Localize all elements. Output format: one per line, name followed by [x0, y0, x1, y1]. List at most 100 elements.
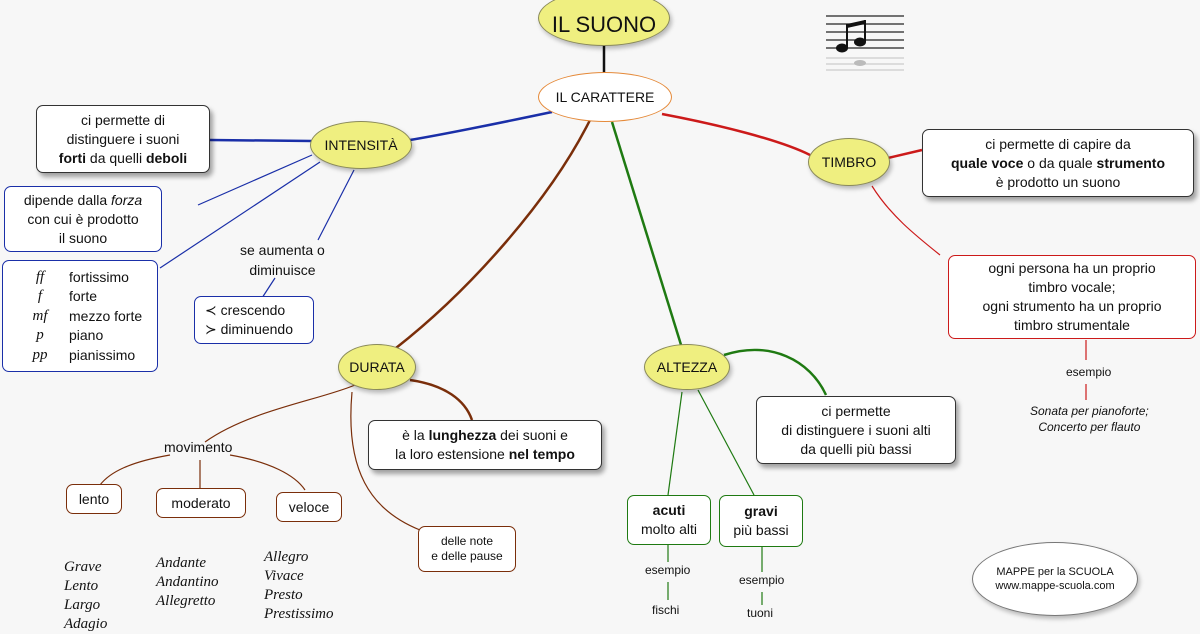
dynamic-symbol: f — [37, 288, 43, 304]
dynamics-row: ff fortissimo — [11, 267, 142, 287]
aumenta-text: se aumenta o diminuisce — [240, 240, 325, 280]
tempo-term: Andantino — [156, 574, 219, 590]
intensita-desc-box: ci permette di distinguere i suoni forti… — [36, 105, 210, 173]
durata-desc-lunghezza: lunghezza — [428, 427, 497, 443]
intensita-desc-forti: forti — [58, 149, 87, 166]
timbro-desc-voce: quale voce — [951, 154, 1024, 171]
intensita-dipende-box: dipende dalla forza con cui è prodotto i… — [4, 186, 162, 252]
timbro-desc-line1: ci permette di capire da — [985, 135, 1131, 152]
timbro-example-2: Concerto per flauto — [1038, 420, 1141, 434]
acuti-desc: molto alti — [640, 521, 698, 537]
veloce-box: veloce — [276, 492, 342, 522]
intensita-node: INTENSITÀ — [310, 121, 412, 169]
timbro-example-1: Sonata per pianoforte; — [1030, 404, 1149, 418]
timbro-desc-line3: è prodotto un suono — [995, 173, 1121, 190]
durata-label: DURATA — [349, 359, 405, 375]
intensita-desc-line2: distinguere i suoni — [66, 130, 180, 147]
dynamic-name: forte — [69, 288, 98, 304]
dynamic-name: mezzo forte — [69, 307, 143, 324]
note-line1: delle note — [440, 534, 494, 548]
diminuendo-text: ≻ diminuendo — [205, 321, 294, 337]
moderato-box: moderato — [156, 488, 246, 518]
lento-list: Grave Lento Largo Adagio — [64, 558, 107, 634]
gravi-label: gravi — [744, 503, 778, 519]
altezza-desc-line1: ci permette — [821, 402, 891, 419]
acuti-label: acuti — [652, 502, 686, 518]
dynamic-name: piano — [69, 327, 104, 343]
altezza-desc-line3: da quelli più bassi — [800, 440, 912, 457]
altezza-label: ALTEZZA — [656, 359, 718, 375]
center-text: IL CARATTERE — [555, 89, 655, 105]
gravi-esempio: esempio — [739, 573, 785, 587]
persona-line2: timbro vocale; — [1028, 279, 1116, 295]
intensita-label: INTENSITÀ — [324, 137, 398, 153]
persona-line1: ogni persona ha un proprio — [988, 260, 1156, 276]
gravi-example: tuoni — [747, 606, 774, 620]
tempo-term: Allegretto — [156, 593, 216, 609]
dipende-line2: con cui è prodotto — [27, 210, 139, 227]
credit-line1: MAPPE per la SCUOLA — [996, 566, 1114, 578]
timbro-examples: Sonata per pianoforte; Concerto per flau… — [1030, 403, 1149, 435]
timbro-label: TIMBRO — [821, 154, 877, 170]
altezza-desc-box: ci permette di distinguere i suoni alti … — [756, 396, 956, 464]
aumenta-line1: se aumenta o — [240, 242, 325, 258]
title-node: IL SUONO — [538, 0, 670, 46]
tempo-term: Presto — [264, 587, 303, 603]
crescendo-text: ≺ crescendo — [205, 302, 286, 318]
timbro-desc-strumento: strumento — [1096, 154, 1165, 171]
center-node: IL CARATTERE — [538, 72, 672, 122]
timbro-persona-box: ogni persona ha un proprio timbro vocale… — [948, 255, 1196, 339]
dipende-line1-forza: forza — [111, 191, 143, 208]
gravi-box: gravi più bassi — [719, 495, 803, 547]
durata-note-box: delle note e delle pause — [418, 526, 516, 572]
tempo-term: Grave — [64, 559, 102, 575]
intensita-desc-mid: da quelli — [86, 149, 146, 166]
dynamic-symbol: ff — [35, 268, 45, 285]
dynamic-name: fortissimo — [69, 268, 129, 285]
durata-desc-tempo: nel tempo — [508, 446, 575, 462]
acuti-example: fischi — [652, 603, 680, 617]
intensita-desc-deboli: deboli — [145, 149, 188, 166]
dipende-line1-pre: dipende dalla — [23, 191, 112, 208]
veloce-list: Allegro Vivace Presto Prestissimo — [264, 548, 333, 624]
crescendo-box: ≺ crescendo ≻ diminuendo — [194, 296, 314, 344]
tempo-term: Allegro — [264, 549, 309, 565]
durata-node: DURATA — [338, 344, 416, 390]
lento-box: lento — [66, 484, 122, 514]
dynamic-symbol: pp — [32, 346, 48, 363]
music-note-icon — [826, 15, 904, 71]
dynamics-row: pp pianissimo — [11, 345, 142, 365]
tempo-term: Prestissimo — [264, 606, 334, 622]
timbro-desc-mid: o da quale — [1023, 154, 1097, 171]
tempo-term: Andante — [156, 555, 206, 571]
timbro-esempio: esempio — [1066, 365, 1112, 379]
acuti-esempio: esempio — [645, 563, 691, 577]
dipende-line3: il suono — [58, 229, 108, 246]
tempo-term: Adagio — [64, 616, 108, 632]
timbro-node: TIMBRO — [808, 138, 890, 186]
veloce-label: veloce — [288, 498, 330, 515]
tempo-term: Largo — [64, 597, 101, 613]
altezza-desc-line2: di distinguere i suoni alti — [781, 421, 931, 438]
moderato-list: Andante Andantino Allegretto — [156, 554, 219, 611]
dynamics-row: f forte — [11, 287, 142, 307]
altezza-node: ALTEZZA — [644, 344, 730, 390]
dynamics-row: mf mezzo forte — [11, 306, 143, 326]
timbro-desc-box: ci permette di capire da quale voce o da… — [922, 129, 1194, 197]
durata-desc-box: è la lunghezza dei suoni e la loro esten… — [368, 420, 602, 470]
moderato-label: moderato — [171, 494, 231, 511]
dynamic-name: pianissimo — [69, 346, 136, 363]
persona-line4: timbro strumentale — [1014, 317, 1130, 333]
dynamic-symbol: mf — [32, 307, 48, 324]
acuti-box: acuti molto alti — [627, 495, 711, 545]
tempo-term: Lento — [64, 578, 99, 594]
intensita-desc-line1: ci permette di — [80, 111, 166, 128]
durata-desc-post1: dei suoni e — [496, 427, 568, 443]
credit-badge: MAPPE per la SCUOLA www.mappe-scuola.com — [972, 542, 1138, 616]
durata-desc-pre2: la loro estensione — [395, 446, 509, 462]
title-text: IL SUONO — [551, 12, 657, 37]
credit-line2: www.mappe-scuola.com — [995, 580, 1115, 592]
